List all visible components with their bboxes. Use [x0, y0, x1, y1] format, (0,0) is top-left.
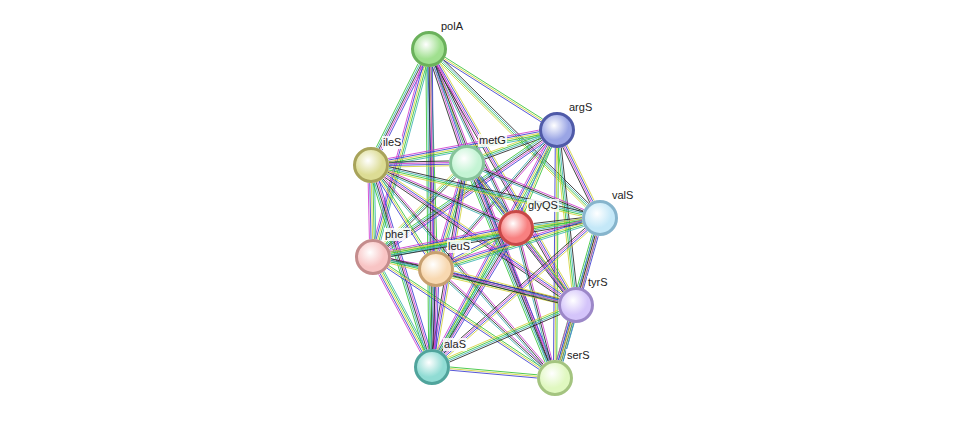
protein-node: ileS: [353, 147, 389, 183]
node-label: argS: [568, 101, 593, 114]
interaction-edge: [450, 367, 537, 378]
protein-node: leuS: [418, 251, 454, 287]
node-label: tyrS: [587, 276, 609, 289]
node-label: metG: [478, 134, 507, 147]
protein-node: argS: [539, 112, 575, 148]
interaction-edge: [453, 271, 559, 303]
protein-node: tyrS: [558, 287, 594, 323]
node-label: alaS: [443, 338, 467, 351]
node-label: leuS: [447, 240, 471, 253]
interaction-edge: [430, 287, 439, 349]
interaction-edge: [390, 219, 582, 257]
node-label: valS: [611, 189, 634, 202]
node-label: pheT: [384, 228, 411, 241]
node-label: ileS: [382, 136, 402, 149]
protein-node: pheT: [355, 239, 391, 275]
interaction-edge: [368, 183, 376, 239]
protein-node: glyQS: [498, 210, 534, 246]
interaction-edge: [388, 167, 583, 217]
node-label: serS: [566, 349, 591, 362]
interaction-edge: [563, 145, 595, 203]
interaction-edge: [382, 178, 545, 366]
interaction-edge: [379, 271, 427, 352]
protein-node: polA: [411, 31, 447, 67]
node-label: glyQS: [527, 199, 559, 212]
protein-node: serS: [537, 360, 573, 396]
node-label: polA: [440, 20, 464, 33]
protein-node: alaS: [414, 349, 450, 385]
protein-node: metG: [449, 145, 485, 181]
interaction-edge: [557, 148, 577, 288]
interaction-edge: [448, 280, 543, 367]
interaction-edge: [390, 259, 559, 303]
interaction-edge: [519, 245, 552, 361]
interaction-edge: [448, 310, 561, 362]
protein-node: valS: [582, 200, 618, 236]
interaction-edge: [389, 161, 449, 167]
interaction-edge: [557, 234, 598, 361]
